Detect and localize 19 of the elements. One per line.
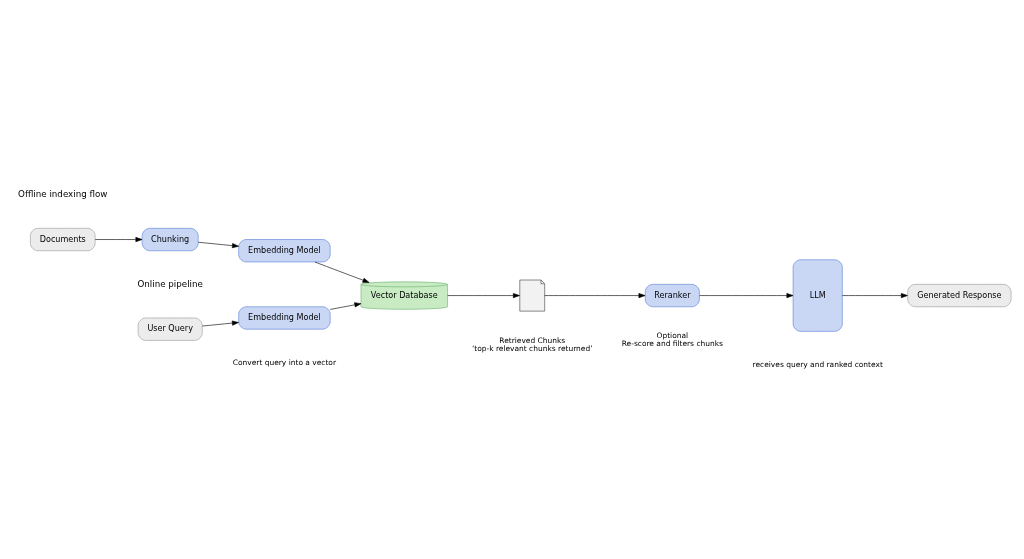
arrow xyxy=(842,292,908,298)
arrow xyxy=(198,241,239,248)
node-box: Documents xyxy=(30,227,96,251)
node-box: Embedding Model xyxy=(238,305,331,329)
node-box: Chunking xyxy=(141,227,199,251)
arrow xyxy=(94,236,143,242)
arrow xyxy=(201,320,239,326)
label: Offline indexing flow xyxy=(18,188,108,199)
node-box: Generated Response xyxy=(907,283,1012,307)
node-box: LLM xyxy=(792,258,843,332)
arrow xyxy=(314,261,370,283)
arrow xyxy=(544,292,646,298)
node-box: Embedding Model xyxy=(238,238,331,262)
node-box: User Query xyxy=(137,317,203,341)
label: Online pipeline xyxy=(137,278,203,289)
node-box: Reranker xyxy=(644,283,700,307)
arrow xyxy=(329,301,362,310)
arrow xyxy=(447,292,520,298)
arrow xyxy=(699,292,794,298)
